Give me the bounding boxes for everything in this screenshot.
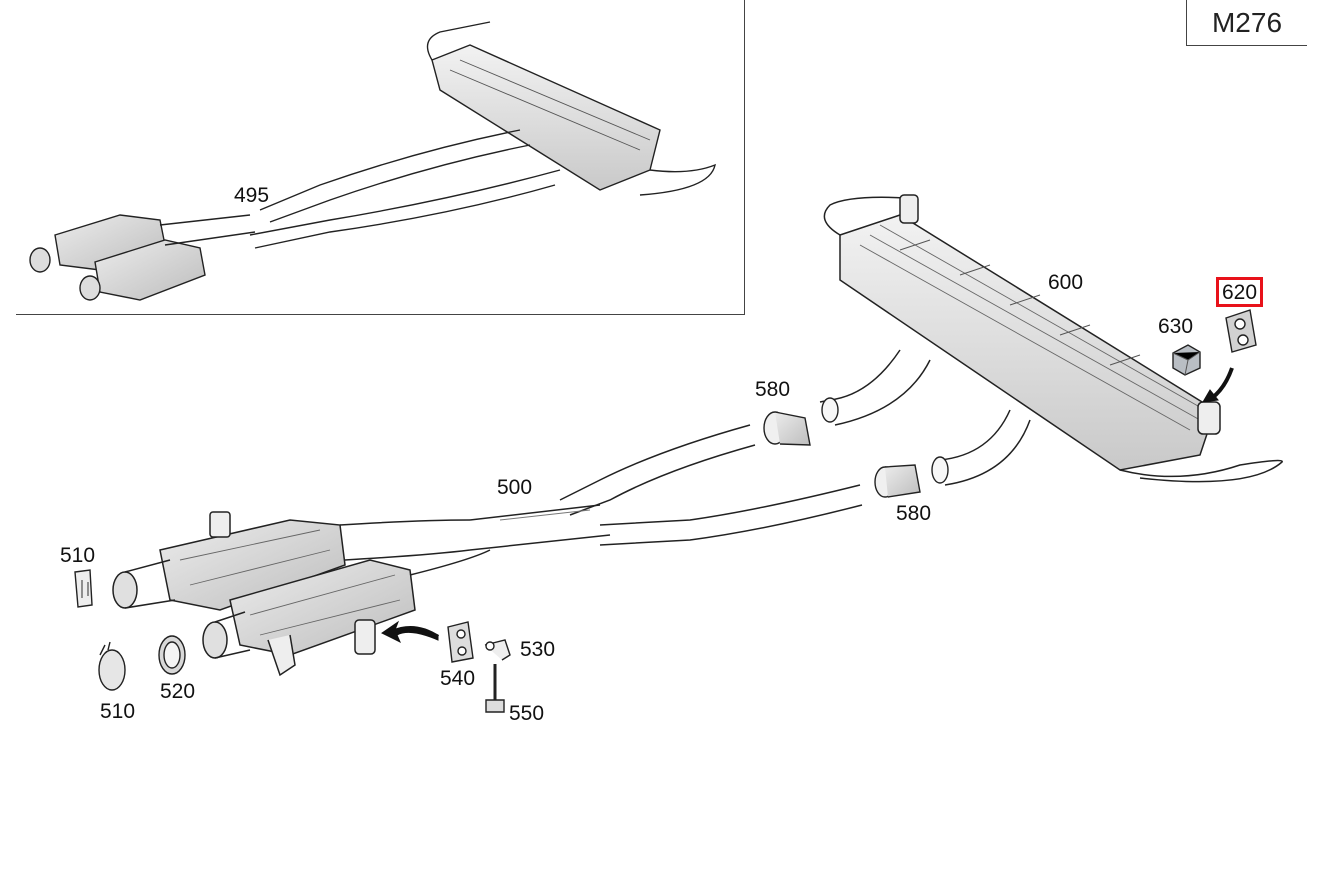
- clamp-580-lower: [874, 456, 949, 498]
- part-630: [1172, 344, 1201, 376]
- front-cat-lower-inlet: [202, 621, 228, 659]
- pipe-upper: [819, 349, 901, 403]
- muffler-hanger-rear: [1197, 401, 1221, 435]
- part-550: [485, 664, 505, 713]
- label-495: 495: [234, 184, 270, 207]
- pipe-lower: [939, 409, 1011, 461]
- label-580-lower: 580: [896, 502, 932, 525]
- inset-exhaust-assembly: [29, 21, 716, 301]
- label-600: 600: [1048, 271, 1084, 294]
- part-510-upper: [74, 569, 93, 608]
- part-520: [158, 635, 186, 675]
- label-550: 550: [509, 702, 545, 725]
- front-cat-upper-inlet: [112, 571, 138, 609]
- label-580-upper: 580: [755, 378, 791, 401]
- inset-pipe-upper: [259, 129, 521, 211]
- small-parts: [74, 309, 1257, 713]
- label-620-highlighted[interactable]: 620: [1216, 277, 1264, 307]
- arrow-620: [1210, 367, 1234, 400]
- cat-hanger: [354, 619, 376, 655]
- part-620: [1225, 309, 1257, 353]
- clamp-580-upper: [763, 397, 839, 446]
- label-500: 500: [497, 476, 533, 499]
- label-630: 630: [1158, 315, 1194, 338]
- label-520: 520: [160, 680, 196, 703]
- inset-pipe-lower: [249, 169, 561, 236]
- part-540: [447, 621, 474, 663]
- part-510-lower: [98, 641, 126, 691]
- main-front-catalysts: [112, 511, 491, 677]
- front-cat-upper: [159, 519, 346, 611]
- engine-code-box: M276: [1186, 0, 1307, 46]
- main-rear-muffler: [823, 194, 1283, 483]
- part-530: [484, 639, 511, 661]
- main-intermediate-pipes: [469, 349, 1031, 551]
- label-510-lower: 510: [100, 700, 136, 723]
- inset-rear-muffler: [431, 44, 661, 191]
- label-530: 530: [520, 638, 556, 661]
- label-540: 540: [440, 667, 476, 690]
- muffler-hanger-top: [899, 194, 919, 224]
- installation-arrows: [381, 367, 1234, 644]
- inset-frame: [16, 0, 745, 315]
- label-510-upper: 510: [60, 544, 96, 567]
